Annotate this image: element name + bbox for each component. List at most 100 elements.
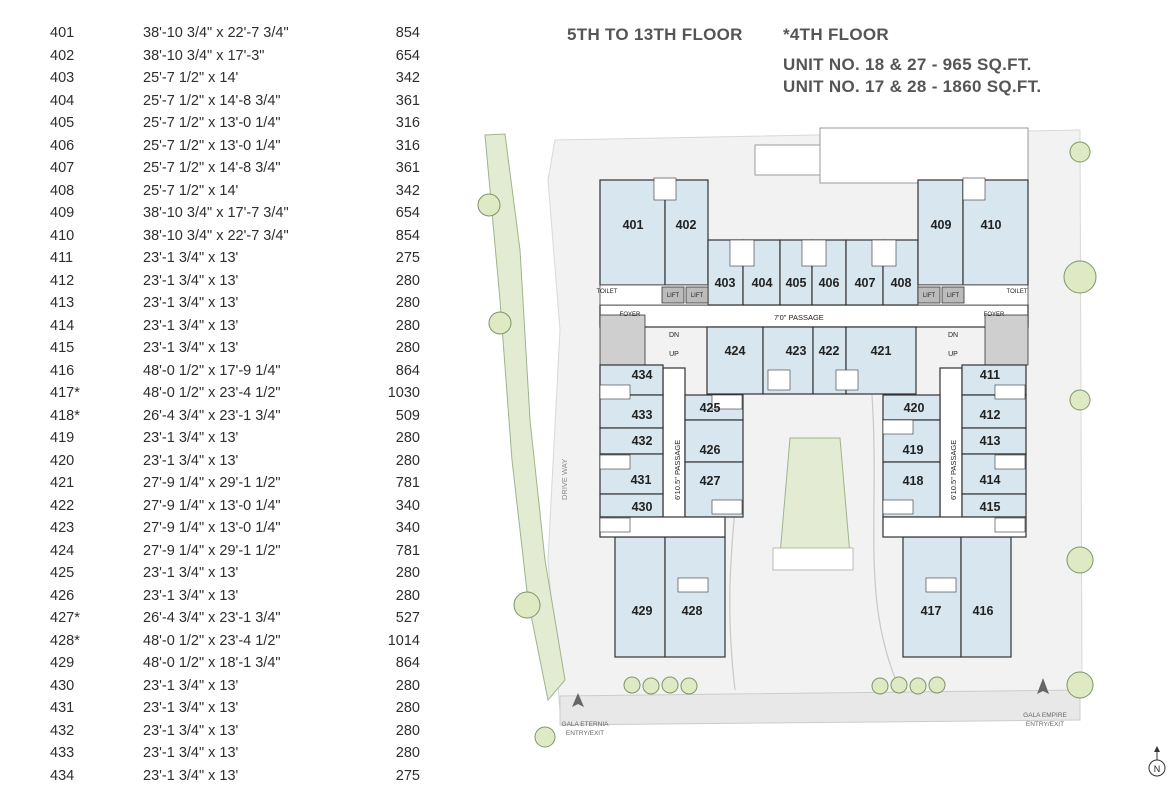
label-422: 422 — [819, 344, 840, 358]
table-row: 418*26'-4 3/4" x 23'-1 3/4"509 — [50, 405, 420, 428]
tree-icon — [909, 677, 927, 695]
unit-size: 23'-1 3/4" x 13' — [143, 722, 239, 739]
unit-area: 509 — [395, 407, 420, 424]
unit-size: 25'-7 1/2" x 14' — [143, 70, 239, 86]
label-434: 434 — [632, 368, 653, 382]
unit-429[interactable] — [614, 536, 666, 658]
unit-size: 38'-10 3/4" x 17'-7 3/4" — [143, 205, 289, 221]
unit-size: 23'-1 3/4" x 13' — [143, 295, 239, 311]
unit-size: 27'-9 1/4" x 29'-1 1/2" — [143, 542, 281, 559]
unit-number: 404 — [50, 92, 75, 109]
foyer-label: FOYER — [984, 312, 1005, 318]
unit-area: 275 — [395, 250, 420, 266]
unit-area: 1030 — [387, 385, 420, 401]
unit-426[interactable] — [684, 419, 744, 463]
unit-number: 427* — [50, 610, 80, 626]
unit-area: 854 — [395, 25, 420, 41]
entry-arrow-icon — [1037, 678, 1049, 694]
fourth-floor-heading: *4TH FLOOR — [783, 25, 889, 44]
unit-area: 316 — [395, 137, 420, 154]
entry-left-line-1: GALA ETERNIA — [562, 721, 610, 728]
unit-area: 280 — [395, 565, 420, 581]
unit-size: 38'-10 3/4" x 17'-3" — [143, 47, 265, 64]
unit-area: 280 — [395, 317, 420, 334]
unit-size: 25'-7 1/2" x 13'-0 1/4" — [143, 137, 281, 154]
unit-424[interactable] — [706, 326, 764, 395]
unit-number: 416 — [50, 362, 75, 379]
unit-size: 23'-1 3/4" x 13' — [143, 272, 239, 289]
unit-area: 654 — [395, 47, 420, 64]
table-row: 428*48'-0 1/2" x 23'-4 1/2"1014 — [50, 630, 420, 653]
unit-size: 27'-9 1/4" x 13'-0 1/4" — [143, 520, 281, 536]
stair-dn-label: DN — [669, 332, 679, 339]
right-passage-label: 6'10.5" PASSAGE — [949, 440, 958, 500]
unit-size: 23'-1 3/4" x 13' — [143, 677, 239, 694]
unit-size: 48'-0 1/2" x 18'-1 3/4" — [143, 655, 281, 671]
tree-icon — [928, 676, 946, 694]
unit-size: 48'-0 1/2" x 23'-4 1/2" — [143, 385, 281, 401]
top-building — [819, 127, 1029, 184]
unit-number: 410 — [50, 227, 75, 244]
label-426: 426 — [700, 443, 721, 457]
unit-number: 415 — [50, 340, 75, 356]
unit-number: 429 — [50, 655, 75, 671]
top-annex — [754, 144, 821, 176]
entry-markers: GALA ETERNIA ENTRY/EXIT GALA EMPIRE ENTR… — [562, 678, 1068, 737]
unit-412[interactable] — [961, 394, 1027, 429]
unit-area: 361 — [395, 92, 420, 109]
label-404: 404 — [752, 276, 773, 290]
label-425: 425 — [700, 401, 721, 415]
unit-409[interactable] — [917, 179, 964, 286]
table-row: 404 25'-7 1/2" x 14'-8 3/4" 361 — [50, 90, 420, 113]
label-415: 415 — [980, 500, 1001, 514]
unit-area: 280 — [395, 722, 420, 739]
unit-size: 23'-1 3/4" x 13' — [143, 317, 239, 334]
unit-size: 23'-1 3/4" x 13' — [143, 250, 239, 266]
label-417: 417 — [921, 604, 942, 618]
unit-417[interactable] — [902, 536, 962, 658]
unit-size: 23'-1 3/4" x 13' — [143, 587, 239, 604]
unit-number: 419 — [50, 430, 75, 446]
unit-area: 342 — [395, 70, 420, 86]
unit-number: 422 — [50, 497, 75, 514]
lift-box — [685, 286, 709, 304]
unit-416[interactable] — [960, 536, 1012, 658]
unit-area: 340 — [395, 520, 420, 536]
table-row: 427*26'-4 3/4" x 23'-1 3/4"527 — [50, 607, 420, 630]
stair-dn-label: DN — [948, 332, 958, 339]
entry-right-line-1: GALA EMPIRE — [1023, 712, 1067, 719]
toilet-label: TOILET — [1007, 289, 1028, 295]
unit-number: 420 — [50, 452, 75, 469]
entry-road — [559, 689, 1081, 726]
green-strip — [484, 133, 566, 702]
unit-area: 280 — [395, 340, 420, 356]
left-passage-label: 6'10.5" PASSAGE — [673, 440, 682, 500]
unit-number: 431 — [50, 700, 75, 716]
unit-number: 434 — [50, 767, 75, 784]
unit-413[interactable] — [961, 427, 1027, 455]
unit-420[interactable] — [882, 394, 941, 421]
unit-size: 25'-7 1/2" x 14'-8 3/4" — [143, 92, 281, 109]
unit-area: 280 — [395, 745, 420, 761]
unit-size: 23'-1 3/4" x 13' — [143, 452, 239, 469]
label-431: 431 — [631, 473, 652, 487]
unit-area: 316 — [395, 115, 420, 131]
label-427: 427 — [700, 474, 721, 488]
unit-428[interactable] — [664, 536, 726, 658]
